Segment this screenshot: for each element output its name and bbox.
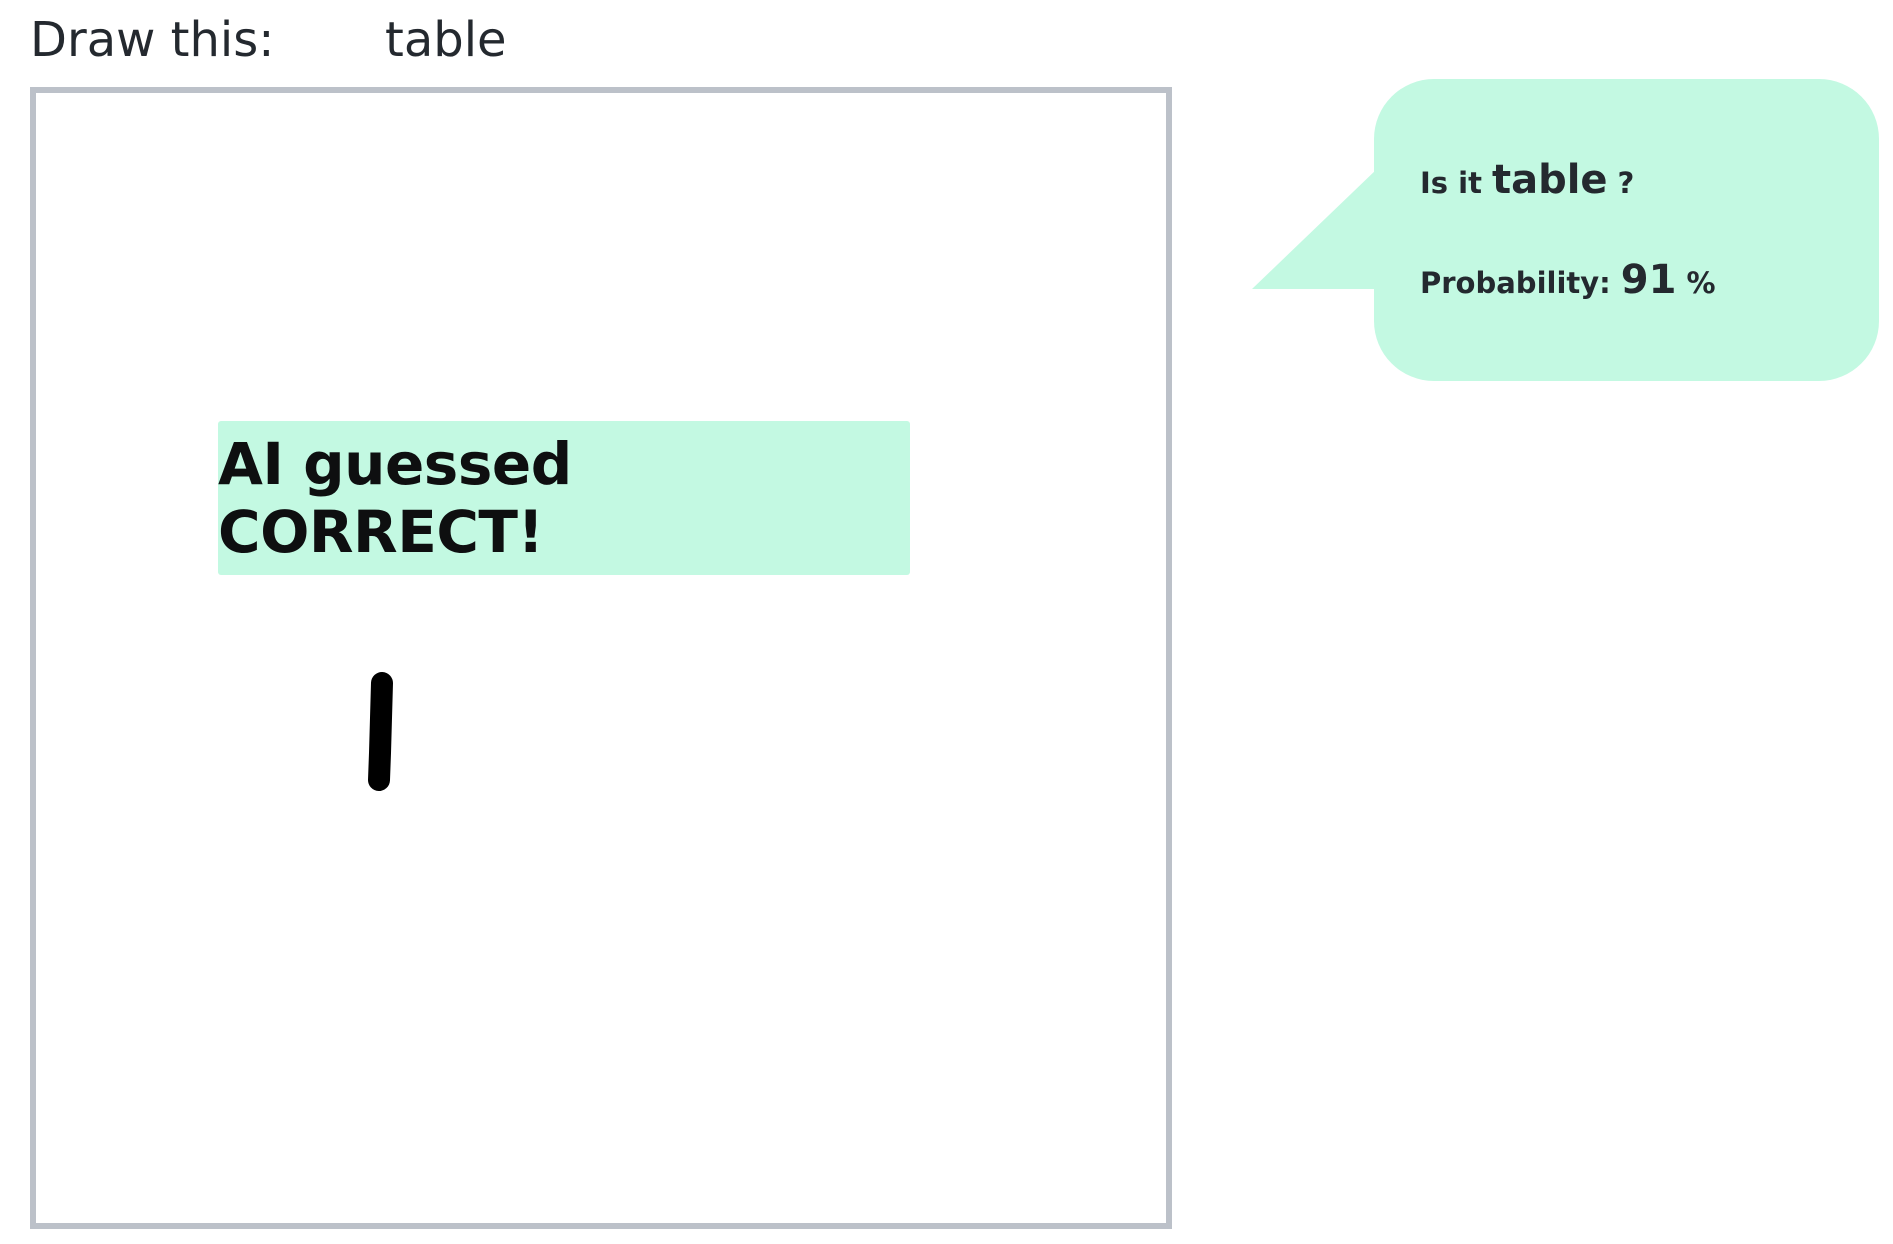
guess-question-suffix: ? bbox=[1617, 166, 1635, 200]
prompt-label: Draw this: bbox=[30, 12, 275, 68]
drawing-canvas[interactable] bbox=[30, 87, 1172, 1229]
guess-question-prefix: Is it bbox=[1420, 166, 1482, 200]
guess-question: Is it table ? bbox=[1420, 157, 1634, 203]
guess-speech-bubble: Is it table ? Probability: 91 % bbox=[1374, 79, 1879, 381]
result-message: AI guessed CORRECT! bbox=[218, 430, 572, 566]
speech-bubble-tail bbox=[1252, 168, 1378, 289]
prompt-word: table bbox=[385, 12, 507, 68]
probability-unit: % bbox=[1686, 266, 1716, 300]
probability-value: 91 bbox=[1620, 257, 1677, 303]
stroke-vertical bbox=[368, 672, 393, 791]
result-banner: AI guessed CORRECT! bbox=[218, 421, 910, 575]
prompt-row: Draw this: table bbox=[30, 8, 507, 72]
guess-probability: Probability: 91 % bbox=[1420, 257, 1716, 303]
drawing-surface[interactable] bbox=[36, 93, 1166, 1223]
guess-word: table bbox=[1491, 157, 1608, 203]
probability-label: Probability: bbox=[1420, 266, 1611, 300]
